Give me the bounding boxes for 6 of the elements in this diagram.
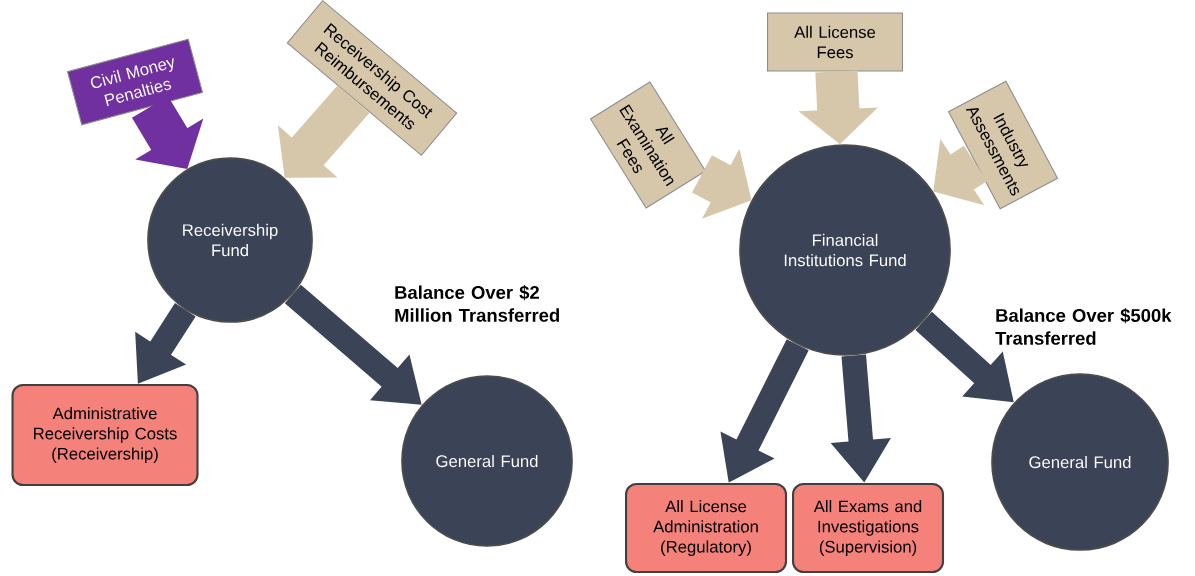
callout-box: All License Fees xyxy=(767,12,904,72)
cost-box: All License Administration (Regulatory) xyxy=(624,482,788,574)
edge-label: Balance Over $500k Transferred xyxy=(995,308,1172,345)
cost-box: All Exams and Investigations (Supervision) xyxy=(791,482,945,574)
cost-box: Administrative Receivership Costs (Receivership) xyxy=(11,383,199,487)
edge-label: Balance Over $2 Million Transferred xyxy=(395,285,559,322)
